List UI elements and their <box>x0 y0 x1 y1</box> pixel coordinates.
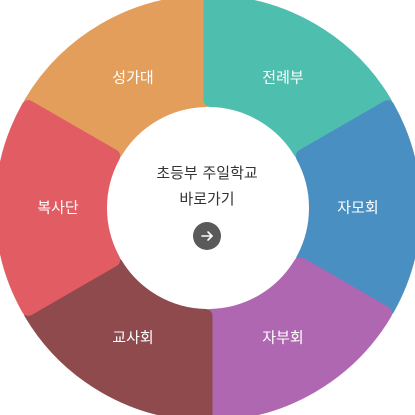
segment-jamohoe-shape <box>295 100 415 316</box>
segment-seongadae-shape <box>23 0 213 159</box>
segment-seongadae-label: 성가대 <box>112 69 153 87</box>
segment-gyosahoe-label: 교사회 <box>112 328 153 346</box>
segment-jabuhoe-label: 자부회 <box>262 328 303 346</box>
segment-jeonryebu-label: 전례부 <box>262 69 304 87</box>
segment-jeonryebu-shape <box>203 0 393 159</box>
center-subtitle: 바로가기 <box>179 190 235 208</box>
segment-boksadan-label: 복사단 <box>37 199 79 217</box>
segment-jamohoe-label: 자모회 <box>337 199 378 217</box>
segment-gyosahoe-shape <box>23 257 213 415</box>
segment-jamohoe[interactable]: 자모회 <box>295 100 415 316</box>
center-title: 초등부 주일학교 <box>156 164 258 182</box>
segment-seongadae[interactable]: 성가대 <box>23 0 213 159</box>
segment-jeonryebu[interactable]: 전례부 <box>203 0 393 159</box>
center-link[interactable]: 초등부 주일학교 바로가기 <box>132 160 282 250</box>
segment-boksadan[interactable]: 복사단 <box>0 100 121 316</box>
segment-gyosahoe[interactable]: 교사회 <box>23 257 213 415</box>
segment-jabuhoe-shape <box>203 257 393 415</box>
segment-jabuhoe[interactable]: 자부회 <box>203 257 393 415</box>
go-button[interactable] <box>193 222 221 250</box>
segment-boksadan-shape <box>0 100 121 316</box>
arrow-right-icon <box>201 231 213 241</box>
